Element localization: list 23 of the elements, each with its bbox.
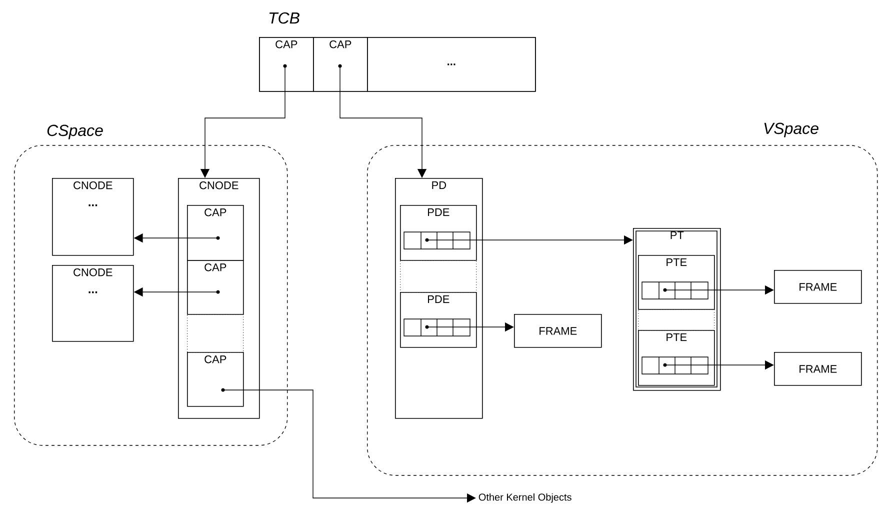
dotted-gap xyxy=(400,260,477,293)
dotted-gap xyxy=(187,314,244,353)
entry-box: PTE xyxy=(638,255,715,310)
text-label: Other Kernel Objects xyxy=(478,493,572,503)
object-box: CNODE ... xyxy=(52,265,134,342)
node-label: VSpace xyxy=(764,122,818,138)
entry-box: PTE xyxy=(638,330,715,386)
object-box: FRAME xyxy=(514,314,602,348)
object-box: CAP xyxy=(187,352,244,407)
object-box: FRAME xyxy=(774,352,862,386)
object-box: CAP xyxy=(187,260,244,315)
object-box: CAP xyxy=(313,37,368,92)
arrow xyxy=(340,66,427,178)
node-label: TCB xyxy=(269,12,300,24)
object-box: CAP xyxy=(259,37,314,92)
object-box: FRAME xyxy=(774,270,862,304)
object-box: ... xyxy=(367,37,536,92)
object-box: CNODE ... xyxy=(52,178,134,256)
object-box: CAP xyxy=(187,205,244,261)
node-label: CSpace xyxy=(47,124,103,140)
dotted-gap xyxy=(638,309,715,331)
entry-box: PDE xyxy=(400,292,477,348)
entry-box: PDE xyxy=(400,205,477,261)
